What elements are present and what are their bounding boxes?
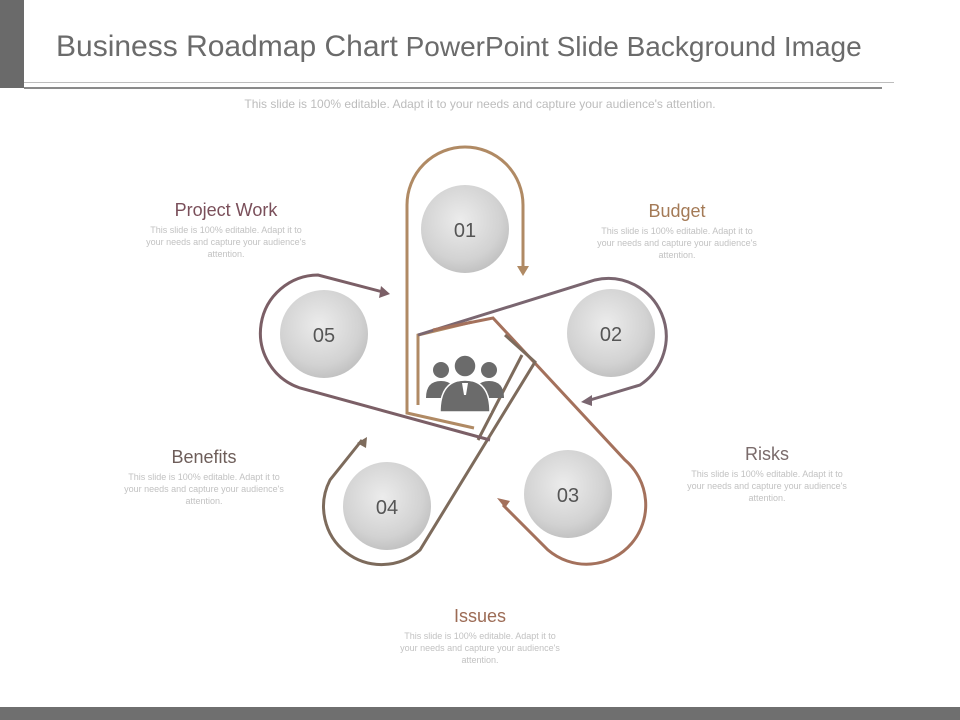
label-benefits-title: Benefits [171, 447, 237, 467]
loop-02-path [417, 276, 668, 402]
loop-03-path [432, 316, 648, 566]
label-budget-text: This slide is 100% editable. Adapt it to… [597, 226, 757, 260]
label-benefits-text: This slide is 100% editable. Adapt it to… [124, 472, 284, 506]
step-04: 04 [343, 462, 431, 550]
title-accent-bar [0, 0, 24, 88]
step-05-circle [280, 290, 368, 378]
step-02-circle [567, 289, 655, 377]
loop-05 [258, 273, 491, 442]
team-people-icon [426, 354, 504, 413]
step-02: 02 [567, 289, 655, 377]
label-risks-title: Risks [745, 444, 789, 464]
label-risks-text: This slide is 100% editable. Adapt it to… [687, 469, 847, 503]
loop-04-arrowhead [357, 437, 367, 448]
page-title: Business Roadmap Chart PowerPoint Slide … [56, 30, 862, 64]
loop-01-path [405, 145, 525, 430]
label-project-work-text: This slide is 100% editable. Adapt it to… [146, 225, 306, 259]
title-secondary: PowerPoint Slide Background Image [405, 31, 862, 62]
loop-03-arrowhead [497, 498, 510, 508]
step-03: 03 [524, 450, 612, 538]
step-04-number: 04 [376, 497, 398, 519]
label-budget-title: Budget [648, 201, 706, 221]
step-05-number: 05 [313, 325, 335, 347]
loop-03 [432, 316, 648, 566]
loop-02-arrowhead [581, 395, 592, 406]
step-05: 05 [280, 290, 368, 378]
step-02-number: 02 [600, 324, 622, 346]
loop-05-path [258, 273, 491, 442]
step-01-number: 01 [454, 220, 476, 242]
label-budget: Budget This slide is 100% editable. Adap… [587, 201, 767, 261]
title-divider [24, 82, 894, 83]
footer-bar [0, 707, 960, 720]
label-benefits: Benefits This slide is 100% editable. Ad… [114, 447, 294, 507]
label-issues: Issues This slide is 100% editable. Adap… [390, 606, 570, 666]
loop-04-path [322, 333, 537, 567]
label-issues-title: Issues [453, 606, 507, 626]
step-04-circle [343, 462, 431, 550]
step-03-number: 03 [557, 485, 579, 507]
loop-05-arrowhead [379, 286, 390, 298]
loop-02 [417, 276, 668, 406]
title-main: Business Roadmap Chart [56, 30, 398, 63]
title-divider-thick [24, 87, 882, 89]
loop-01-arrowhead [517, 266, 529, 276]
step-03-circle [524, 450, 612, 538]
label-project-work-title: Project Work [174, 200, 278, 220]
subtitle: This slide is 100% editable. Adapt it to… [244, 97, 716, 111]
label-risks: Risks This slide is 100% editable. Adapt… [677, 444, 857, 504]
step-01: 01 [421, 185, 509, 273]
label-project-work: Project Work This slide is 100% editable… [136, 200, 316, 260]
label-issues-text: This slide is 100% editable. Adapt it to… [400, 631, 560, 665]
step-01-circle [421, 185, 509, 273]
